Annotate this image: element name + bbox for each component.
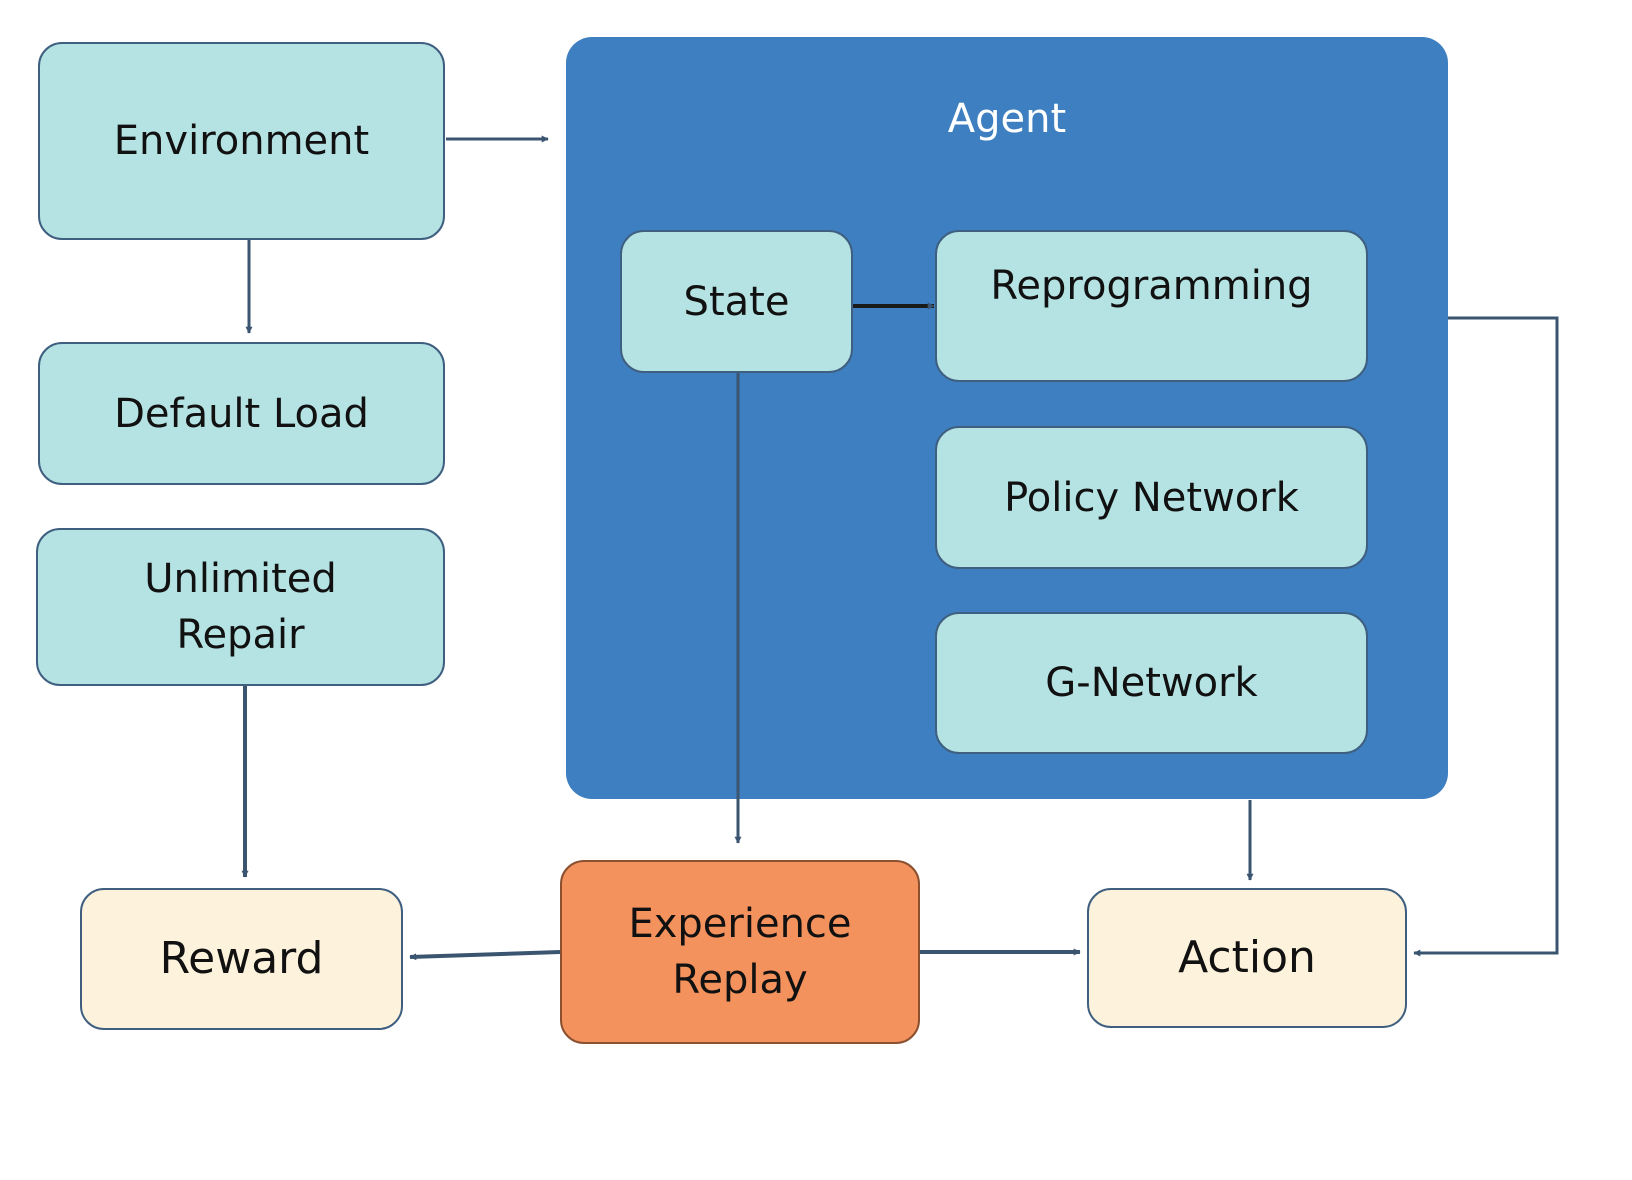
- reprogramming-label: Reprogramming: [990, 263, 1313, 309]
- action-label: Action: [1178, 932, 1316, 984]
- policy-network-label: Policy Network: [1004, 474, 1299, 521]
- state-box: State: [620, 230, 853, 373]
- reward-label: Reward: [159, 933, 324, 985]
- reward-box: Reward: [80, 888, 403, 1030]
- reprogramming-box: Reprogramming: [935, 230, 1368, 382]
- g-network-label: G-Network: [1045, 660, 1258, 706]
- default-load-box: Default Load: [38, 342, 445, 485]
- g-network-box: G-Network: [935, 612, 1368, 754]
- arrow-experience-replay-to-reward: [409, 950, 561, 961]
- environment-box: Environment: [38, 42, 445, 240]
- unlimited-repair-box: Unlimited Repair: [36, 528, 445, 686]
- action-box: Action: [1087, 888, 1407, 1028]
- state-label: State: [683, 278, 790, 325]
- default-load-label: Default Load: [114, 390, 369, 437]
- experience-replay-box: Experience Replay: [560, 860, 920, 1044]
- agent-title: Agent: [947, 96, 1067, 142]
- unlimited-repair-label: Unlimited Repair: [144, 556, 337, 658]
- environment-label: Environment: [113, 118, 370, 164]
- experience-replay-label: Experience Replay: [628, 901, 852, 1003]
- policy-network-box: Policy Network: [935, 426, 1368, 569]
